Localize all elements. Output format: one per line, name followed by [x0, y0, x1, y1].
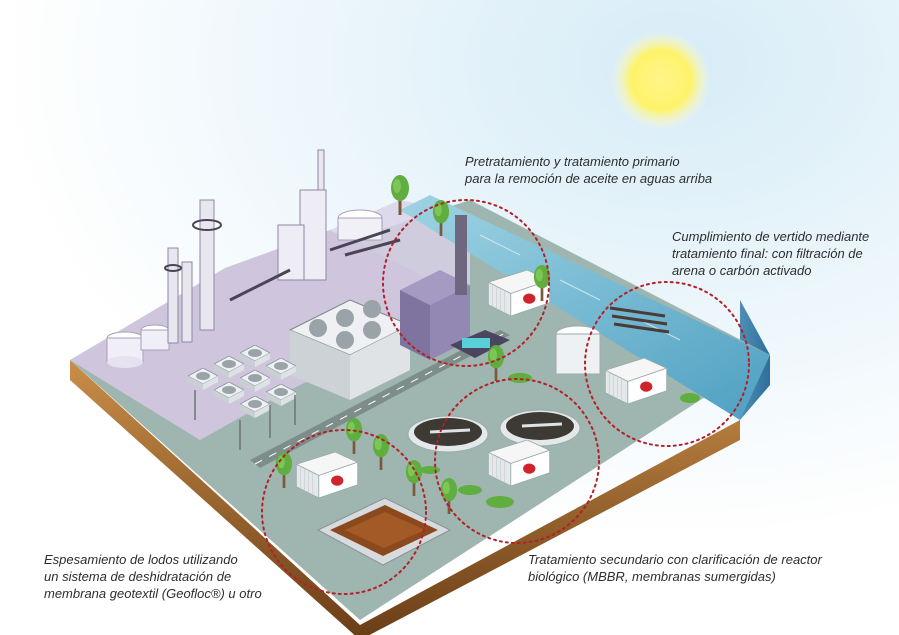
air-cooler-units — [188, 345, 296, 450]
river — [400, 195, 770, 420]
caption-final-discharge: Cumplimiento de vertido mediante tratami… — [672, 229, 870, 278]
outfall-pipes — [609, 306, 670, 334]
primary-treatment-building — [400, 215, 510, 360]
caption-sludge-thickening: Espesamiento de lodos utilizando un sist… — [44, 552, 262, 601]
industrial-zone-shade — [225, 200, 470, 300]
sludge-geotextile-pond — [316, 497, 452, 566]
clarifier-tanks — [407, 409, 581, 453]
industrial-zone — [70, 230, 470, 440]
highlight-sludge — [261, 429, 427, 595]
final-treatment-tank — [555, 325, 601, 375]
caption-secondary-treatment: Tratamiento secundario con clarificación… — [528, 552, 822, 584]
caption-pretreatment: Pretratamiento y tratamiento primario pa… — [465, 154, 713, 186]
sun-icon — [611, 30, 711, 130]
highlight-final-treatment — [584, 281, 750, 447]
highlight-secondary-treatment — [434, 378, 600, 544]
highlight-pretreatment — [382, 199, 550, 367]
refinery — [106, 149, 412, 400]
soil-layer-front — [70, 360, 740, 635]
